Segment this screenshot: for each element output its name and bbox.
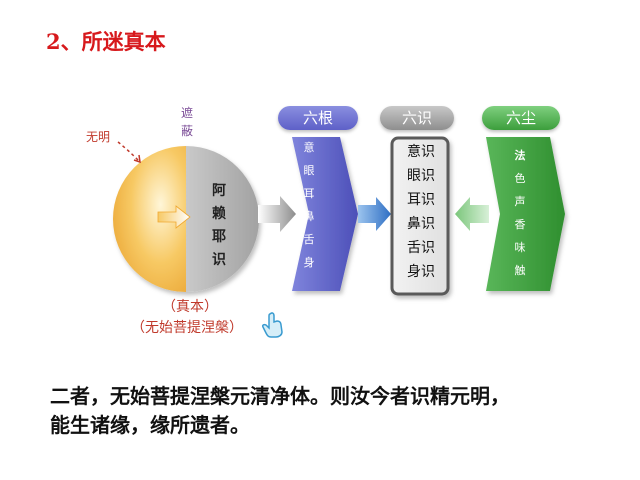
liuchen-item: 色 [514, 172, 526, 185]
liugen-list: 意 眼 耳 鼻 舌 身 [289, 136, 329, 274]
zhebi-label: 遮蔽 [180, 106, 193, 138]
liushi-item: 耳识 [407, 192, 435, 208]
liuchen-item: 触 [514, 264, 526, 277]
page-title: 2、所迷真本 [46, 29, 166, 54]
inner-arrow [157, 205, 191, 229]
liuchen-item: 法 [514, 149, 526, 162]
liugen-item: 鼻 [303, 210, 315, 223]
quote-line-2: 能生诸缘，缘所遗者。 [50, 413, 250, 437]
arrow-to-liugen [258, 196, 296, 232]
liuchen-item: 味 [514, 241, 526, 254]
liushi-item: 意识 [407, 144, 435, 160]
liugen-item: 意 [303, 141, 315, 154]
liushi-box [390, 136, 450, 296]
liuchen-item: 香 [514, 218, 526, 231]
hand-pointer-icon [262, 312, 283, 338]
arrow-to-liushi [358, 197, 391, 231]
quote-line-1: 二者，无始菩提涅槃元清净体。则汝今者识精元明， [50, 384, 510, 408]
liushi-item: 鼻识 [407, 216, 435, 232]
alaya-label: 阿赖耶识 [212, 183, 226, 268]
liugen-item: 耳 [303, 187, 315, 200]
alaya-circle [113, 146, 259, 292]
liugen-shape [292, 137, 358, 291]
wuming-label: 无明 [86, 130, 111, 144]
liushi-item: 眼识 [407, 168, 435, 184]
liugen-header: 六根 [278, 106, 358, 130]
liushi-list: 意识 眼识 耳识 鼻识 舌识 身识 [391, 140, 451, 284]
liugen-item: 身 [303, 256, 315, 269]
liuchen-list: 法 色 声 香 味 触 [507, 144, 533, 282]
liushi-item: 身识 [407, 264, 435, 280]
liushi-item: 舌识 [407, 240, 435, 256]
liugen-item: 舌 [303, 233, 315, 246]
liugen-item: 眼 [303, 164, 315, 177]
liushi-header: 六识 [380, 106, 454, 130]
liuchen-header: 六尘 [482, 106, 560, 130]
wushi-label: （无始菩提涅槃） [131, 320, 243, 336]
zhenben-label: （真本） [162, 299, 218, 315]
arrow-from-liuchen [455, 197, 489, 231]
liuchen-item: 声 [514, 195, 526, 208]
quote-text: 二者，无始菩提涅槃元清净体。则汝今者识精元明， 能生诸缘，缘所遗者。 [50, 382, 630, 440]
liuchen-shape [486, 137, 565, 291]
wuming-pointer [117, 141, 139, 161]
